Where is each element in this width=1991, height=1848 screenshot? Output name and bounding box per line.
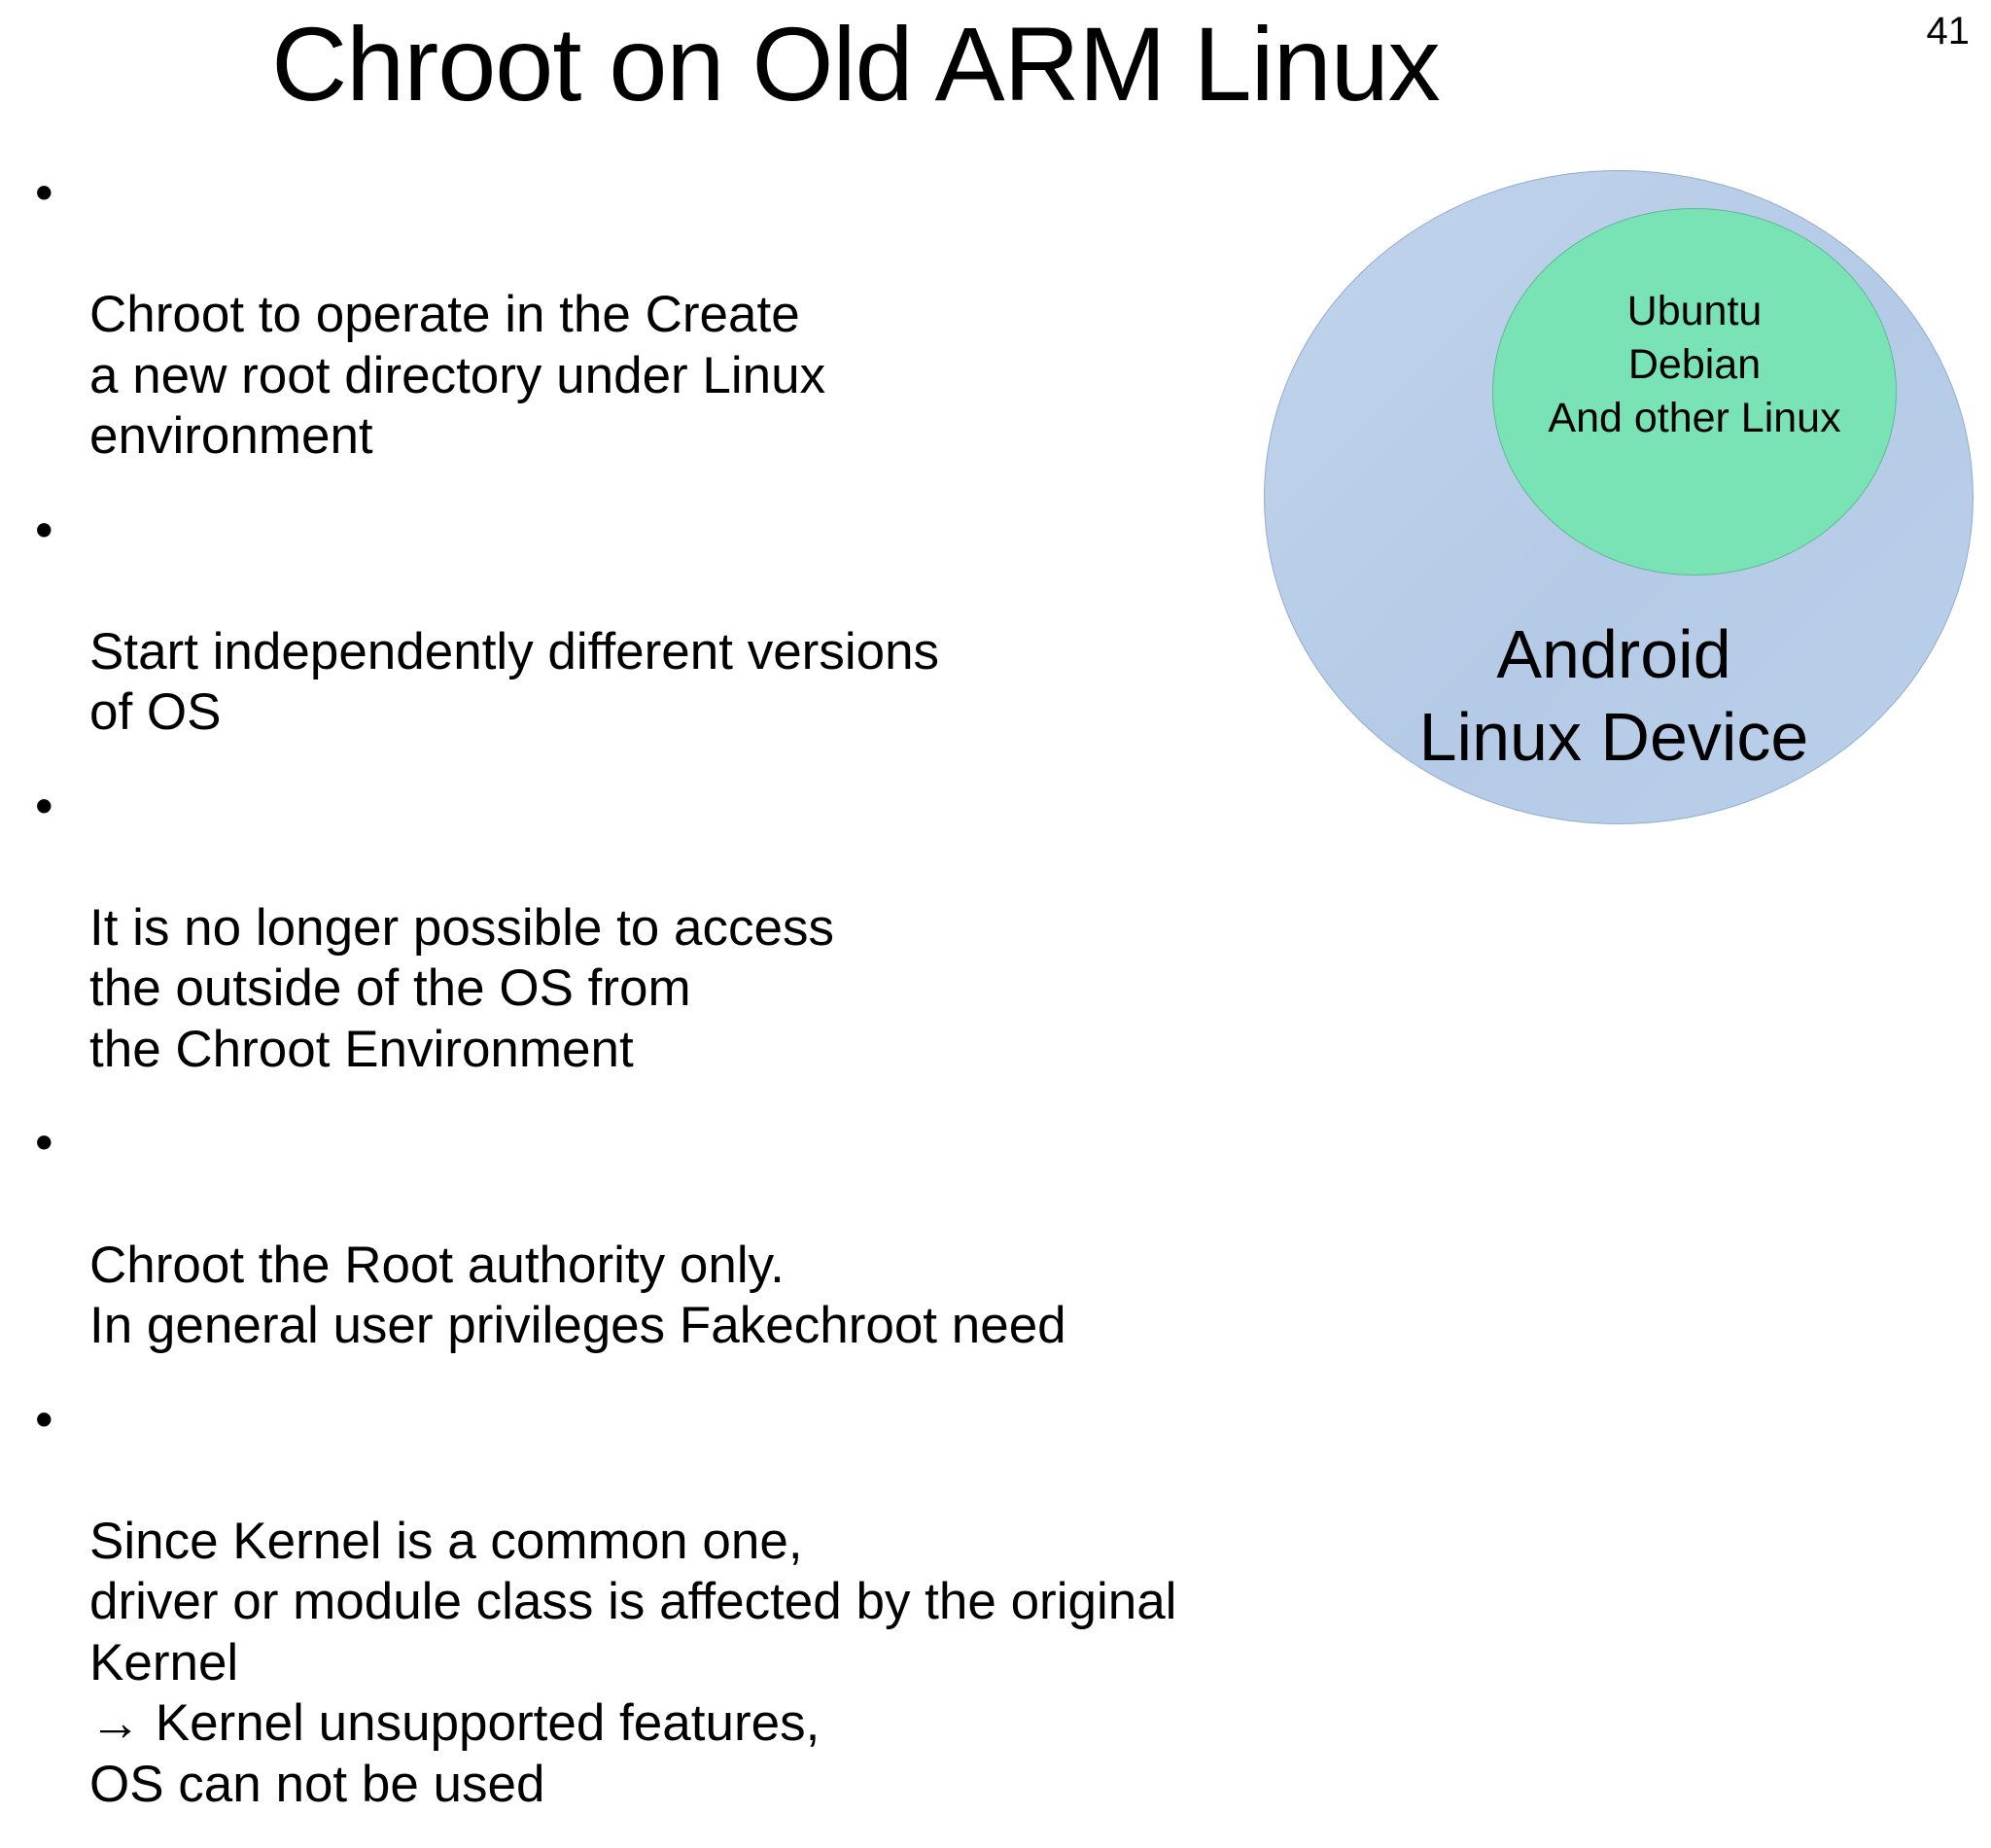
inner-circle-guest-linux: Ubuntu Debian And other Linux	[1492, 208, 1897, 575]
bullet-marker-icon: •	[35, 501, 53, 559]
outer-circle-android-linux-device: Ubuntu Debian And other Linux Android Li…	[1264, 170, 1974, 824]
list-item: • It is no longer possible to access the…	[14, 777, 1608, 1081]
venn-diagram: Ubuntu Debian And other Linux Android Li…	[1260, 165, 1983, 836]
list-item-text: Start independently different versions o…	[89, 622, 940, 742]
slide-canvas: 41 Chroot on Old ARM Linux • Chroot to o…	[14, 5, 1983, 1813]
list-item-text: Chroot to operate in the Create a new ro…	[89, 286, 826, 466]
list-item-text: Since Kernel is a common one, driver or …	[89, 1512, 1177, 1813]
page-title: Chroot on Old ARM Linux	[271, 5, 1441, 122]
bullet-marker-icon: •	[35, 164, 53, 222]
list-item: • Start independently different versions…	[14, 501, 1608, 744]
list-item-text: Chroot the Root authority only. In gener…	[89, 1236, 1066, 1355]
list-item: • Chroot the Root authority only. In gen…	[14, 1113, 1608, 1356]
bullet-marker-icon: •	[35, 777, 53, 835]
page-number: 41	[1926, 10, 1971, 52]
list-item: • Chroot to operate in the Create a new …	[14, 163, 1608, 468]
outer-circle-label: Android Linux Device	[1418, 616, 1809, 776]
bullet-marker-icon: •	[35, 1114, 53, 1172]
bullet-marker-icon: •	[35, 1390, 53, 1448]
list-item: • Since Kernel is a common one, driver o…	[14, 1390, 1608, 1816]
list-item-text: It is no longer possible to access the o…	[89, 898, 834, 1078]
inner-circle-label: Ubuntu Debian And other Linux	[1548, 288, 1841, 442]
